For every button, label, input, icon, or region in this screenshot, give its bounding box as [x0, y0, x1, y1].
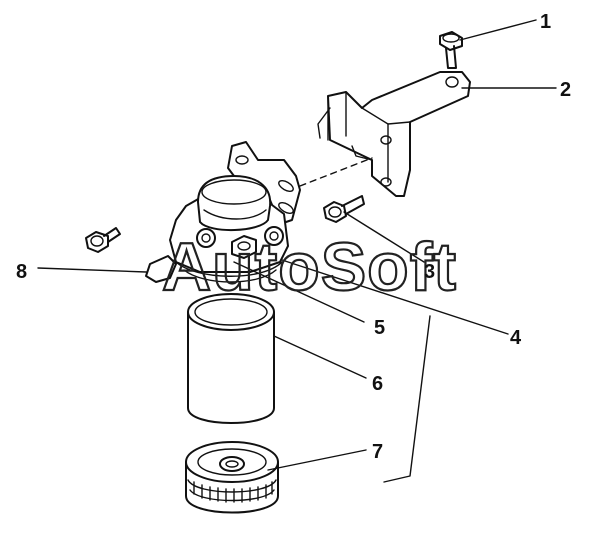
filter-element — [187, 293, 275, 424]
leader-5 — [233, 261, 365, 323]
leader-8 — [37, 267, 147, 273]
leader-7 — [267, 449, 367, 471]
filter-bowl — [185, 441, 279, 514]
leader-3 — [343, 211, 425, 263]
callout-8: 8 — [16, 261, 27, 283]
alignment-line — [299, 157, 373, 187]
leader-4 — [281, 259, 509, 335]
bolt-1 — [439, 31, 463, 69]
filter-head — [145, 141, 301, 283]
watermark: AutoSoft — [162, 229, 457, 305]
callout-2: 2 — [560, 79, 571, 101]
callout-5: 5 — [374, 317, 385, 339]
callout-7: 7 — [372, 441, 383, 463]
group-bracket-4 — [383, 315, 431, 483]
bolt-3 — [323, 195, 365, 223]
callout-6: 6 — [372, 373, 383, 395]
leader-1 — [459, 19, 537, 41]
callout-4: 4 — [510, 327, 522, 349]
bolt-8 — [85, 227, 121, 253]
callout-3: 3 — [424, 261, 435, 283]
leader-lines — [37, 19, 557, 483]
leader-6 — [273, 335, 367, 379]
callout-1: 1 — [540, 11, 551, 33]
mounting-bracket — [317, 71, 471, 197]
